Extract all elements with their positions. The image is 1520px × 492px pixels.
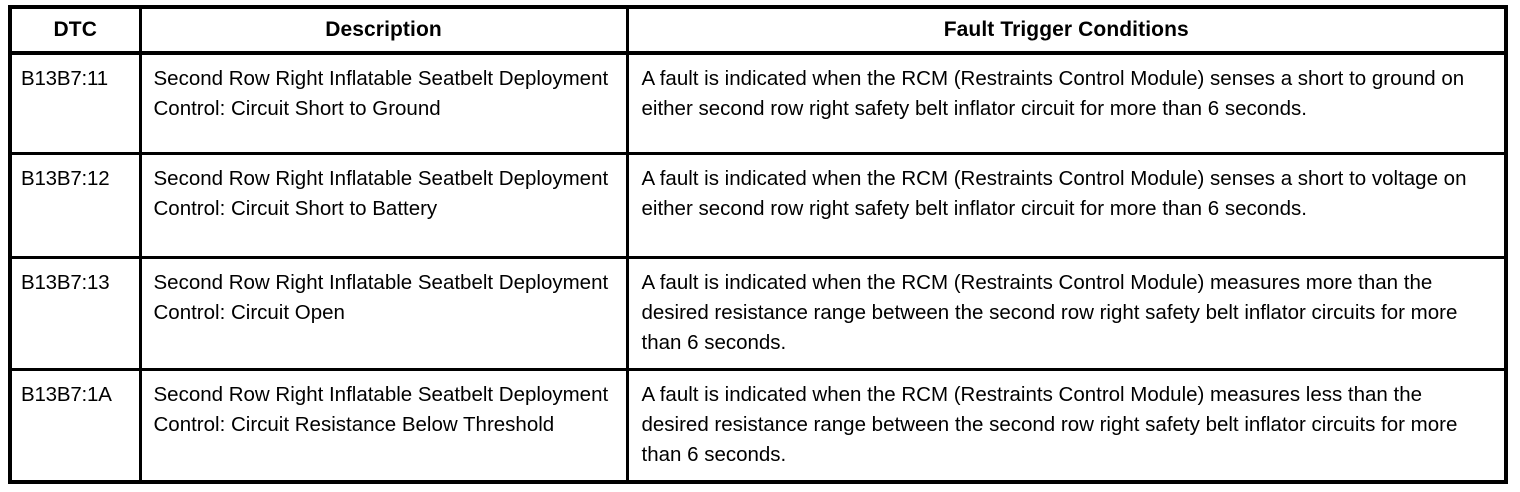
header-row: DTC Description Fault Trigger Conditions — [10, 7, 1506, 55]
cell-fault-trigger-conditions: A fault is indicated when the RCM (Restr… — [627, 153, 1506, 259]
cell-fault-trigger-conditions: A fault is indicated when the RCM (Restr… — [627, 53, 1506, 155]
cell-dtc-code: B13B7:12 — [10, 153, 142, 259]
table-row: B13B7:12 Second Row Right Inflatable Sea… — [10, 153, 1506, 259]
cell-description: Second Row Right Inflatable Seatbelt Dep… — [140, 53, 629, 155]
column-header-dtc: DTC — [10, 7, 142, 55]
cell-description: Second Row Right Inflatable Seatbelt Dep… — [140, 153, 629, 259]
table-row: B13B7:1A Second Row Right Inflatable Sea… — [10, 369, 1506, 482]
table-body: B13B7:11 Second Row Right Inflatable Sea… — [10, 53, 1506, 482]
cell-fault-trigger-conditions: A fault is indicated when the RCM (Restr… — [641, 382, 1458, 466]
column-header-fault-trigger-conditions: Fault Trigger Conditions — [627, 7, 1506, 55]
table-header: DTC Description Fault Trigger Conditions — [10, 7, 1506, 55]
cell-dtc-code: B13B7:1A — [10, 369, 142, 482]
cell-dtc-code: B13B7:13 — [10, 257, 142, 371]
table-row: B13B7:13 Second Row Right Inflatable Sea… — [10, 257, 1506, 371]
column-header-description: Description — [140, 7, 629, 55]
cell-dtc-code: B13B7:11 — [10, 53, 142, 155]
cell-description: Second Row Right Inflatable Seatbelt Dep… — [140, 369, 629, 482]
cell-description: Second Row Right Inflatable Seatbelt Dep… — [140, 257, 629, 371]
dtc-fault-table: DTC Description Fault Trigger Conditions… — [8, 5, 1508, 484]
cell-fault-trigger-conditions: A fault is indicated when the RCM (Restr… — [627, 257, 1506, 371]
table-row: B13B7:11 Second Row Right Inflatable Sea… — [10, 53, 1506, 155]
